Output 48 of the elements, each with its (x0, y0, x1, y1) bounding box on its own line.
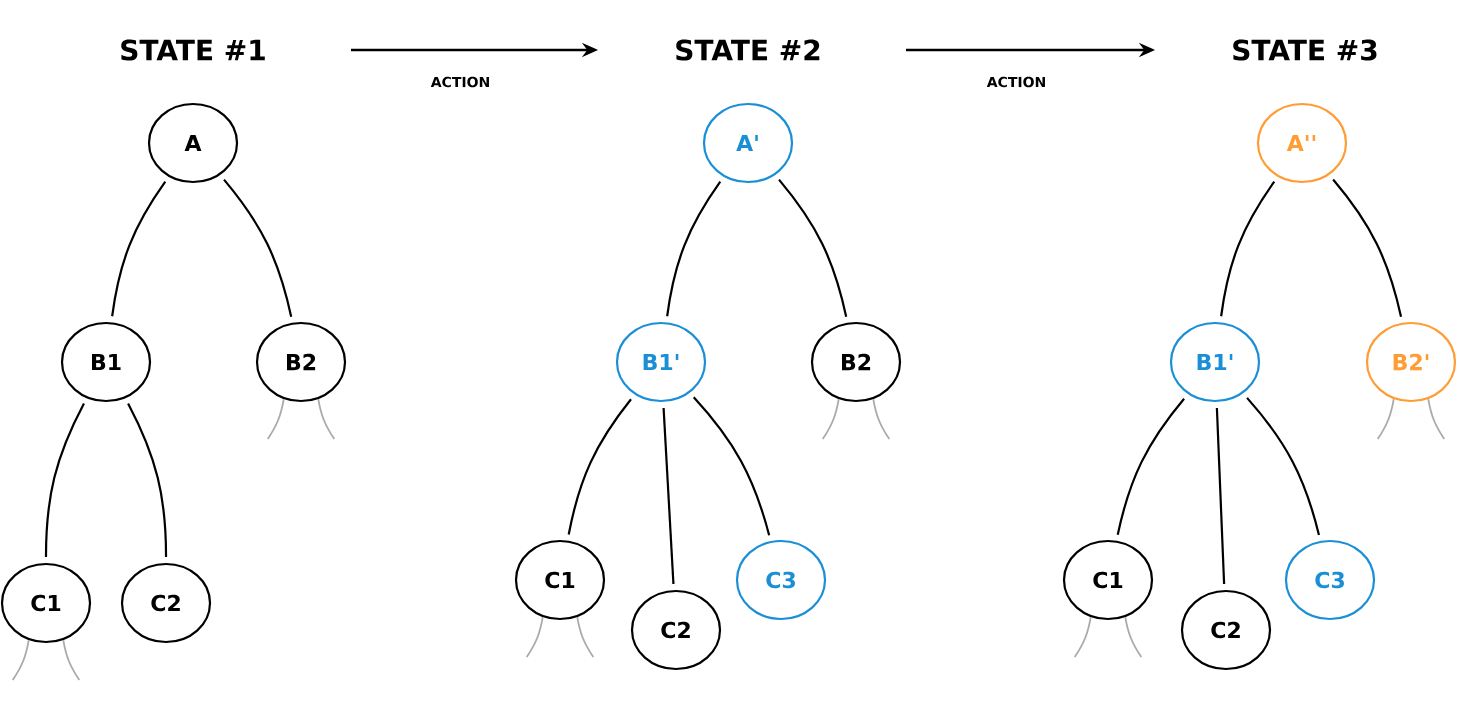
stub-branch (11, 639, 30, 681)
tree-branch (1116, 398, 1185, 535)
circle-node: C1 (0, 562, 92, 644)
stub-branch (62, 639, 81, 681)
tree-branch (692, 396, 771, 536)
tree-branch (127, 403, 168, 557)
stub-branch (1376, 398, 1395, 440)
state-title: STATE #1 (121, 39, 265, 61)
circle-node: C2 (630, 589, 722, 671)
stub-branch (266, 398, 285, 440)
circle-node: A' (702, 102, 794, 184)
circle-node: B2' (1365, 321, 1457, 403)
circle-node: C2 (120, 562, 212, 644)
circle-node: C3 (1284, 539, 1376, 621)
tree-branch (111, 181, 167, 317)
tree-branch (778, 178, 848, 317)
tree-branch (44, 403, 85, 557)
circle-node: A'' (1256, 102, 1348, 184)
tree-branch (666, 181, 722, 317)
stub-branch (1427, 398, 1446, 440)
stub-branch (525, 616, 544, 658)
circle-node: C1 (1062, 539, 1154, 621)
circle-node: C3 (735, 539, 827, 621)
tree-branch (662, 407, 675, 584)
stub-branch (1124, 616, 1143, 658)
circle-node: C2 (1180, 589, 1272, 671)
stub-branch (821, 398, 840, 440)
tree-branch (567, 398, 632, 535)
circle-node: B2 (255, 321, 347, 403)
circle-node: B2 (810, 321, 902, 403)
stub-branch (1073, 616, 1092, 658)
edge-label: ACTION (985, 75, 1048, 89)
circle-node: B1' (1169, 321, 1261, 403)
tree-branch (1215, 408, 1226, 584)
tree-branch (1220, 181, 1276, 317)
edge-label: ACTION (429, 75, 492, 89)
circle-node: B1 (60, 321, 152, 403)
tree-branch (223, 178, 293, 317)
state-title: STATE #3 (1233, 39, 1377, 61)
tree-branch (1246, 397, 1320, 536)
stub-branch (317, 398, 336, 440)
stub-branch (576, 616, 595, 658)
circle-node: B1' (615, 321, 707, 403)
circle-node: A (147, 102, 239, 184)
circle-node: C1 (514, 539, 606, 621)
state-title: STATE #2 (676, 39, 820, 61)
stub-branch (872, 398, 891, 440)
tree-branch (1332, 178, 1403, 318)
